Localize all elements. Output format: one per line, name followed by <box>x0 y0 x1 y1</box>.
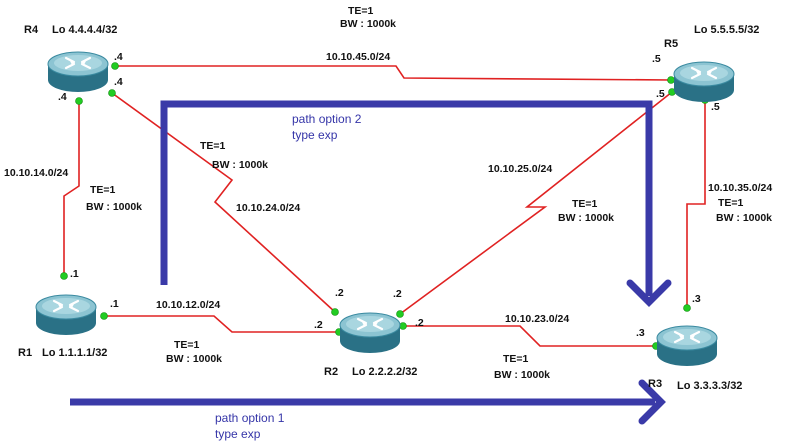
path-option-1-type: type exp <box>215 427 261 441</box>
link-r1-r4-te: TE=1 <box>90 184 116 196</box>
router-r4-loopback: Lo 4.4.4.4/32 <box>52 24 117 36</box>
port-dot <box>75 97 83 105</box>
router-r4-name: R4 <box>24 24 39 36</box>
link-r2-r5-te: TE=1 <box>572 198 598 210</box>
link-r4-r5-bw: BW : 1000k <box>340 18 396 30</box>
router-r5-loopback: Lo 5.5.5.5/32 <box>694 24 759 36</box>
link-r3-r5-a-if: .3 <box>692 293 701 305</box>
link-r4-r5-b-if: .5 <box>652 53 661 65</box>
path-option-1-arrow <box>70 379 666 425</box>
link-r3-r5-subnet: 10.10.35.0/24 <box>708 182 772 194</box>
link-r3-r5 <box>686 100 706 308</box>
link-r2-r5-b-if: .5 <box>656 88 665 100</box>
link-r1-r4-subnet: 10.10.14.0/24 <box>4 167 68 179</box>
path-option-2-arrow <box>160 100 672 307</box>
link-r1-r2 <box>104 315 339 333</box>
router-r5-icon[interactable] <box>672 60 736 104</box>
link-r1-r2-te: TE=1 <box>174 339 200 351</box>
router-r3-icon[interactable] <box>655 324 719 368</box>
port-dot <box>100 312 108 320</box>
link-r2-r4-te: TE=1 <box>200 140 226 152</box>
link-r1-r2-subnet: 10.10.12.0/24 <box>156 299 220 311</box>
link-r2-r3-te: TE=1 <box>503 353 529 365</box>
link-r4-r5-a-if: .4 <box>114 51 123 63</box>
link-r3-r5-b-if: .5 <box>711 101 720 113</box>
path-option-1-title: path option 1 <box>215 411 285 425</box>
link-r2-r5-subnet: 10.10.25.0/24 <box>488 163 552 175</box>
link-r2-r5-a-if: .2 <box>393 288 402 300</box>
router-r2-loopback: Lo 2.2.2.2/32 <box>352 366 417 378</box>
router-r5-name: R5 <box>664 38 678 50</box>
link-r2-r5-bw: BW : 1000k <box>558 212 614 224</box>
port-dot <box>111 62 119 70</box>
link-r1-r4-b-if: .4 <box>58 91 67 103</box>
link-r1-r2-a-if: .1 <box>110 298 119 310</box>
link-r2-r4-bw: BW : 1000k <box>212 159 268 171</box>
link-r1-r2-bw: BW : 1000k <box>166 353 222 365</box>
router-r1-loopback: Lo 1.1.1.1/32 <box>42 347 107 359</box>
link-r2-r4 <box>111 92 336 313</box>
link-r2-r3-a-if: .2 <box>415 317 424 329</box>
port-dot <box>60 272 68 280</box>
port-dot <box>108 89 116 97</box>
port-dot <box>683 304 691 312</box>
link-r2-r3-bw: BW : 1000k <box>494 369 550 381</box>
router-r4-icon[interactable] <box>46 50 110 94</box>
router-r2-icon[interactable] <box>338 311 402 355</box>
link-r3-r5-bw: BW : 1000k <box>716 212 772 224</box>
link-r2-r3-subnet: 10.10.23.0/24 <box>505 313 569 325</box>
link-r4-r5-te: TE=1 <box>348 5 374 17</box>
link-r2-r4-subnet: 10.10.24.0/24 <box>236 202 300 214</box>
router-r3-name: R3 <box>648 378 662 390</box>
path-option-2-title: path option 2 <box>292 112 362 126</box>
link-r2-r5 <box>399 91 673 315</box>
router-r1-icon[interactable] <box>34 293 98 337</box>
link-r4-r5 <box>115 65 672 81</box>
link-r2-r3-b-if: .3 <box>636 327 645 339</box>
link-r2-r3 <box>403 325 656 347</box>
link-r2-r4-b-if: .4 <box>114 76 123 88</box>
link-r1-r4 <box>63 101 80 276</box>
router-r1-name: R1 <box>18 347 32 359</box>
link-r4-r5-subnet: 10.10.45.0/24 <box>326 51 390 63</box>
path-option-2-type: type exp <box>292 128 338 142</box>
link-r3-r5-te: TE=1 <box>718 197 744 209</box>
link-r1-r4-a-if: .1 <box>70 268 79 280</box>
link-r1-r4-bw: BW : 1000k <box>86 201 142 213</box>
port-dot <box>667 76 675 84</box>
link-r1-r2-b-if: .2 <box>314 319 323 331</box>
router-r2-name: R2 <box>324 366 338 378</box>
port-dot <box>396 310 404 318</box>
port-dot <box>399 322 407 330</box>
link-r2-r4-a-if: .2 <box>335 287 344 299</box>
router-r3-loopback: Lo 3.3.3.3/32 <box>677 380 742 392</box>
port-dot <box>331 308 339 316</box>
